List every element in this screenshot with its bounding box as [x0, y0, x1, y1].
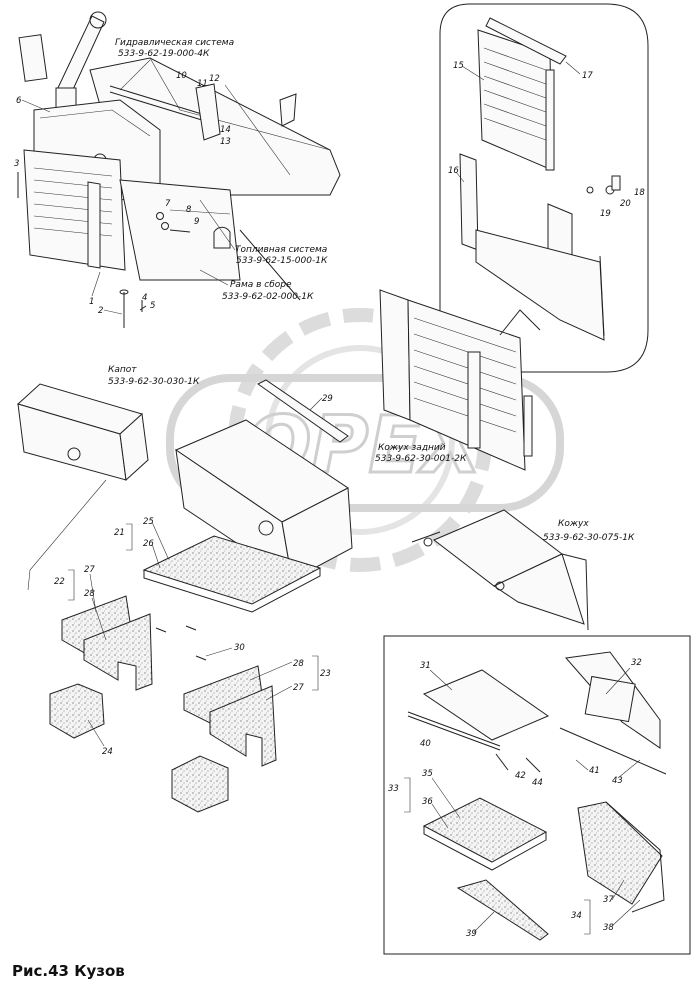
callout-29: 29: [322, 394, 333, 404]
callout-38: 38: [603, 923, 614, 933]
callout-10: 10: [176, 71, 187, 81]
callout-37: 37: [603, 895, 614, 905]
fuel-code: 533-9-62-15-000-1К: [236, 256, 328, 266]
hood-small: [17, 383, 149, 482]
callout-5: 5: [150, 301, 155, 311]
callout-23: 23: [320, 669, 331, 679]
callout-44: 44: [532, 778, 543, 788]
callout-20: 20: [620, 199, 631, 209]
frame-code: 533-9-62-02-000-1К: [222, 292, 314, 302]
callout-17: 17: [582, 71, 593, 81]
callout-28-right: 28: [293, 659, 304, 669]
callout-16: 16: [448, 166, 459, 176]
casing: [411, 509, 589, 631]
callout-21: 21: [114, 528, 125, 538]
callout-8: 8: [186, 205, 192, 215]
panel-24-b: [171, 755, 229, 813]
callout-27-left: 27: [84, 565, 95, 575]
callout-3: 3: [14, 159, 19, 169]
clips-30: [155, 625, 207, 661]
callout-40: 40: [420, 739, 431, 749]
callout-7: 7: [165, 199, 171, 209]
casing-name: Кожух: [558, 519, 589, 529]
casing-code: 533-9-62-30-075-1К: [543, 533, 635, 543]
callout-34: 34: [571, 911, 582, 921]
callout-25: 25: [143, 517, 154, 527]
callout-36: 36: [422, 797, 433, 807]
callout-14: 14: [220, 125, 231, 135]
figure-caption: Рис.43 Кузов: [12, 962, 125, 980]
callouts: 1 2 3 4 5 6 7 8 9 10 11 12 13 14 15 16 1…: [14, 61, 645, 939]
callout-19: 19: [600, 209, 611, 219]
hood-large: [174, 379, 353, 582]
callout-33: 33: [388, 784, 399, 794]
frame-name: Рама в сборе: [230, 280, 292, 290]
callout-24: 24: [102, 747, 113, 757]
detail-frame-bottom: [383, 635, 691, 955]
bottom-detail: [407, 651, 667, 941]
callout-43: 43: [612, 776, 623, 786]
detail-frame-top: [439, 3, 649, 373]
hood-code: 533-9-62-30-030-1К: [108, 377, 200, 387]
callout-13: 13: [220, 137, 231, 147]
callout-9: 9: [194, 217, 199, 227]
hydraulic-code: 533-9-62-19-000-4К: [118, 49, 210, 59]
callout-31: 31: [420, 661, 431, 671]
louvre-detail: [459, 17, 621, 341]
callout-22: 22: [54, 577, 65, 587]
callout-27-right: 27: [293, 683, 304, 693]
callout-4: 4: [142, 293, 147, 303]
hood-name: Капот: [108, 365, 137, 375]
rear-casing-name: Кожух задний: [378, 443, 446, 453]
callout-32: 32: [631, 658, 642, 668]
callout-6: 6: [16, 96, 22, 106]
callout-12: 12: [209, 74, 220, 84]
fuel-name: Топливная система: [235, 245, 327, 255]
callout-30: 30: [234, 643, 245, 653]
frame-assembly: [17, 11, 341, 328]
callout-35: 35: [422, 769, 433, 779]
rear-casing-code: 533-9-62-30-001-2К: [375, 454, 467, 464]
hydraulic-name: Гидравлическая система: [115, 38, 234, 48]
panel-24-a: [49, 683, 105, 739]
rear-casing: [379, 289, 541, 471]
callout-39: 39: [466, 929, 477, 939]
callout-1: 1: [89, 297, 94, 307]
callout-26: 26: [143, 539, 154, 549]
callout-15: 15: [453, 61, 464, 71]
callout-18: 18: [634, 188, 645, 198]
callout-41: 41: [589, 766, 600, 776]
callout-28-left: 28: [84, 589, 95, 599]
insulation-28-left: [83, 613, 153, 691]
callout-42: 42: [515, 771, 526, 781]
callout-2: 2: [98, 306, 103, 316]
insulation-27-right: [209, 685, 277, 767]
callout-11: 11: [197, 79, 208, 89]
